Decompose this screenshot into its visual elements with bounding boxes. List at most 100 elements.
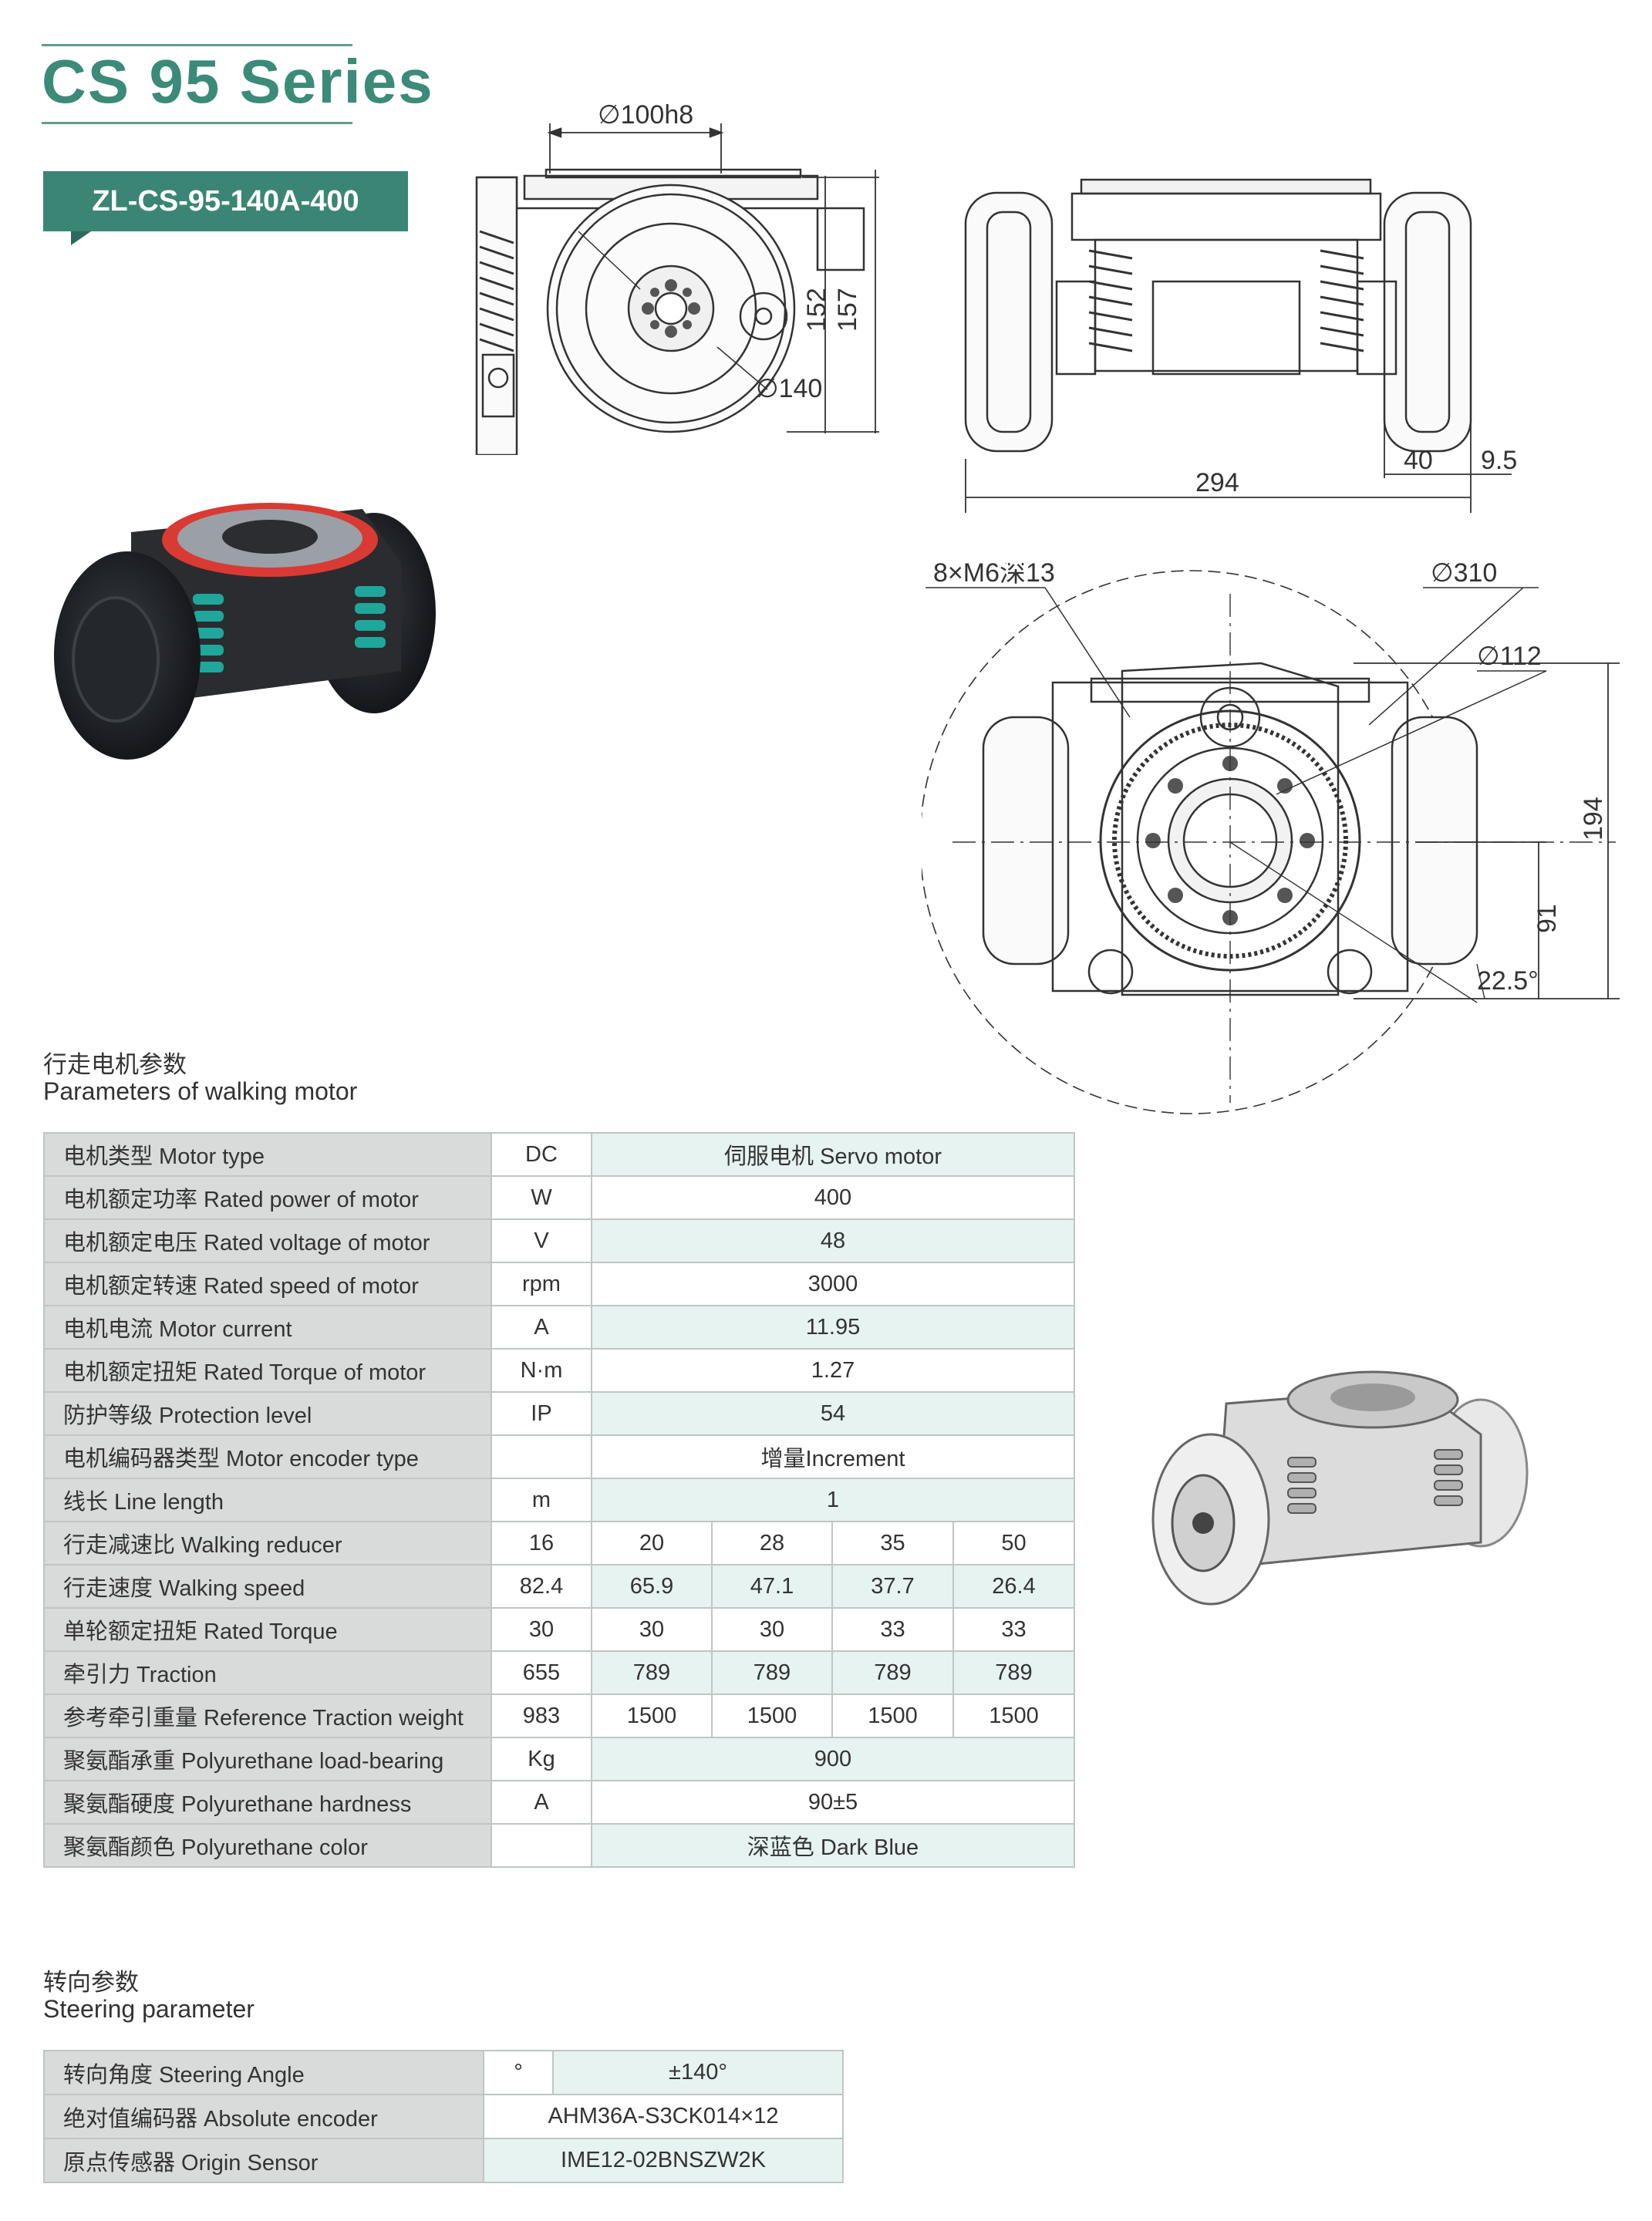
model-tag-tail: [71, 231, 91, 245]
table-row: 聚氨酯颜色 Polyurethane color 深蓝色 Dark Blue: [43, 1823, 1075, 1868]
row-value: 11.95: [591, 1305, 1075, 1350]
dim-height-total: 194: [1579, 797, 1608, 841]
row-value: 1500: [711, 1694, 833, 1738]
row-label: 单轮额定扭矩 Rated Torque: [43, 1607, 492, 1652]
row-unit: A: [491, 1780, 592, 1825]
dim-angle: 22.5°: [1477, 966, 1539, 996]
row-value: 3000: [591, 1262, 1075, 1306]
row-unit: rpm: [491, 1262, 592, 1306]
row-label: 电机电流 Motor current: [43, 1305, 492, 1350]
steering-parameter-table: 转向角度 Steering Angle°±140°绝对值编码器 Absolute…: [43, 2050, 844, 2183]
row-label: 电机额定功率 Rated power of motor: [43, 1175, 492, 1220]
row-value: 35: [831, 1521, 954, 1565]
row-label: 牵引力 Traction: [43, 1650, 492, 1695]
row-value: 16: [491, 1521, 592, 1565]
dim-height-half: 91: [1532, 904, 1562, 933]
row-label: 电机编码器类型 Motor encoder type: [43, 1434, 492, 1479]
row-value: 655: [491, 1650, 592, 1695]
row-value: 37.7: [831, 1564, 954, 1609]
row-label: 聚氨酯硬度 Polyurethane hardness: [43, 1780, 492, 1825]
row-value: 50: [952, 1521, 1075, 1565]
row-label: 电机类型 Motor type: [43, 1132, 492, 1177]
title-rule-top: [42, 44, 352, 46]
row-value: IME12-02BNSZW2K: [483, 2138, 844, 2183]
row-unit: N·m: [491, 1348, 592, 1393]
dim-height-a: 152: [802, 288, 831, 332]
title-rule-bottom: [42, 122, 352, 124]
row-value: 65.9: [591, 1564, 713, 1609]
row-unit: IP: [491, 1391, 592, 1436]
row-value: 1: [591, 1478, 1075, 1522]
walking-title-en: Parameters of walking motor: [43, 1077, 358, 1105]
series-title: CS 95 Series: [42, 47, 434, 116]
row-value: 90±5: [591, 1780, 1075, 1825]
row-value: 深蓝色 Dark Blue: [591, 1823, 1075, 1868]
row-label: 转向角度 Steering Angle: [43, 2050, 484, 2095]
row-value: 789: [711, 1650, 833, 1695]
row-value: 48: [591, 1218, 1075, 1263]
row-value: 26.4: [952, 1564, 1075, 1609]
row-unit: DC: [491, 1132, 592, 1177]
table-row: 电机编码器类型 Motor encoder type 增量Increment: [43, 1434, 1075, 1479]
steering-title-en: Steering parameter: [43, 1995, 255, 2023]
row-value: 28: [711, 1521, 833, 1565]
row-unit: m: [491, 1478, 592, 1522]
row-value: 增量Increment: [591, 1434, 1075, 1479]
row-unit: [491, 1434, 592, 1479]
table-row: 转向角度 Steering Angle°±140°: [43, 2050, 844, 2095]
row-label: 电机额定转速 Rated speed of motor: [43, 1262, 492, 1306]
dim-wheel-width: 40: [1404, 446, 1433, 475]
row-value: 82.4: [491, 1564, 592, 1609]
dim-dia-inner: ∅112: [1477, 642, 1542, 671]
row-label: 聚氨酯颜色 Polyurethane color: [43, 1823, 492, 1868]
row-unit: °: [483, 2050, 554, 2095]
row-value: 1500: [591, 1694, 713, 1738]
row-label: 聚氨酯承重 Polyurethane load-bearing: [43, 1737, 492, 1781]
row-value: 54: [591, 1391, 1075, 1436]
row-label: 绝对值编码器 Absolute encoder: [43, 2094, 484, 2139]
row-label: 行走速度 Walking speed: [43, 1564, 492, 1609]
row-value: 47.1: [711, 1564, 833, 1609]
row-value: 30: [491, 1607, 592, 1652]
dim-dia-top: ∅100h8: [598, 100, 693, 130]
product-photo-secondary: [1151, 1370, 1529, 1606]
row-unit: W: [491, 1175, 592, 1220]
row-unit: [491, 1823, 592, 1868]
row-label: 电机额定扭矩 Rated Torque of motor: [43, 1348, 492, 1393]
row-label: 线长 Line length: [43, 1478, 492, 1522]
row-value: 33: [952, 1607, 1075, 1652]
dim-dia-wheel: ∅140: [756, 374, 822, 403]
front-view-drawing: ∅100h8 ∅140 152 157: [475, 100, 879, 455]
row-value: 900: [591, 1737, 1075, 1781]
walking-title-cn: 行走电机参数: [43, 1051, 187, 1078]
row-unit: V: [491, 1218, 592, 1263]
row-label: 防护等级 Protection level: [43, 1391, 492, 1436]
row-value: 1500: [831, 1694, 954, 1738]
row-label: 行走减速比 Walking reducer: [43, 1521, 492, 1565]
row-value: 20: [591, 1521, 713, 1565]
row-value: 789: [952, 1650, 1075, 1695]
row-unit: Kg: [491, 1737, 592, 1781]
product-photo-main: [54, 503, 436, 760]
row-value: 1.27: [591, 1348, 1075, 1393]
side-view-drawing: 294 40 9.5: [964, 178, 1517, 513]
row-value: 789: [831, 1650, 954, 1695]
top-view-drawing: 8×M6深13 ∅310 ∅112 194 91 22.5°: [922, 563, 1620, 1114]
dim-width-total: 294: [1195, 468, 1239, 497]
row-value: 伺服电机 Servo motor: [591, 1132, 1075, 1177]
